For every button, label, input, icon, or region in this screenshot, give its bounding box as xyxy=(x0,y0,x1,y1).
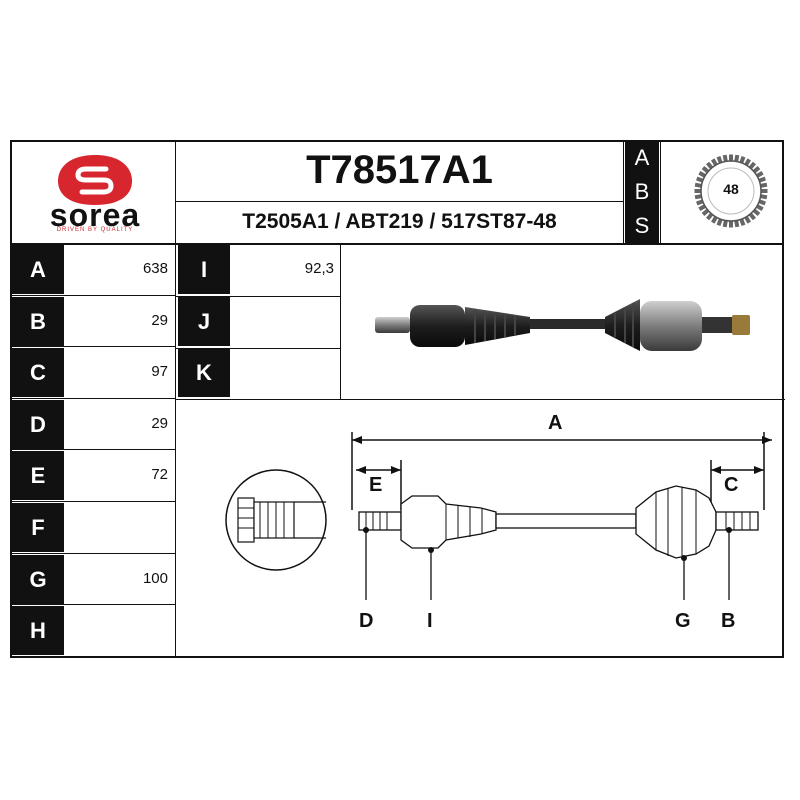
divider xyxy=(10,449,176,450)
spec-label-h: H xyxy=(12,606,64,655)
dimension-label-c: C xyxy=(724,474,739,496)
spec-value-e: 72 xyxy=(151,465,168,483)
dimension-diagram: A E C D I G B xyxy=(176,400,784,657)
spec-label-b: B xyxy=(12,297,64,346)
abs-label: A B S xyxy=(625,141,659,243)
divider xyxy=(175,201,624,202)
spec-label-k: K xyxy=(178,348,230,397)
divider xyxy=(10,553,176,554)
part-number: T78517A1 xyxy=(306,148,493,192)
spec-label-g: G xyxy=(12,555,64,604)
spec-label-c: C xyxy=(12,348,64,397)
divider xyxy=(175,399,785,400)
cross-references: T2505A1 / ABT219 / 517ST87-48 xyxy=(242,210,557,233)
dimension-label-d: D xyxy=(359,610,374,632)
divider xyxy=(10,243,784,245)
dimension-label-i: I xyxy=(427,610,433,632)
divider xyxy=(175,296,341,297)
spec-label-j: J xyxy=(178,297,230,346)
spec-value-a: 638 xyxy=(142,259,168,277)
brand-wordmark: sorea xyxy=(49,197,141,233)
divider xyxy=(10,295,176,296)
spec-value-i: 92,3 xyxy=(304,259,334,277)
spec-label-e: E xyxy=(12,451,64,500)
divider xyxy=(175,348,341,349)
divider xyxy=(340,244,341,399)
brand-tagline: DRIVEN BY QUALITY xyxy=(56,227,134,233)
divider xyxy=(10,398,176,399)
spec-value-b: 29 xyxy=(151,311,168,329)
drive-shaft-photo xyxy=(370,285,760,365)
spec-label-d: D xyxy=(12,400,64,449)
divider xyxy=(10,501,176,502)
dimension-label-e: E xyxy=(369,474,383,496)
abs-letter-b: B xyxy=(634,179,650,204)
spec-value-d: 29 xyxy=(151,414,168,432)
divider xyxy=(623,140,624,244)
spec-value-c: 97 xyxy=(151,362,168,380)
dimension-label-b: B xyxy=(721,610,736,632)
spec-label-a: A xyxy=(12,245,64,294)
divider xyxy=(10,346,176,347)
abs-teeth-count: 48 xyxy=(723,181,739,197)
dimension-label-a: A xyxy=(548,412,563,434)
spec-label-f: F xyxy=(12,503,64,552)
divider xyxy=(660,140,661,244)
spec-label-i: I xyxy=(178,245,230,294)
sorea-logo: sorea DRIVEN BY QUALITY xyxy=(20,147,170,239)
abs-letter-a: A xyxy=(634,145,650,170)
spec-value-g: 100 xyxy=(142,569,168,587)
abs-letter-s: S xyxy=(634,213,650,238)
divider xyxy=(10,604,176,605)
abs-ring-icon: 48 xyxy=(690,150,772,232)
dimension-label-g: G xyxy=(675,610,691,632)
